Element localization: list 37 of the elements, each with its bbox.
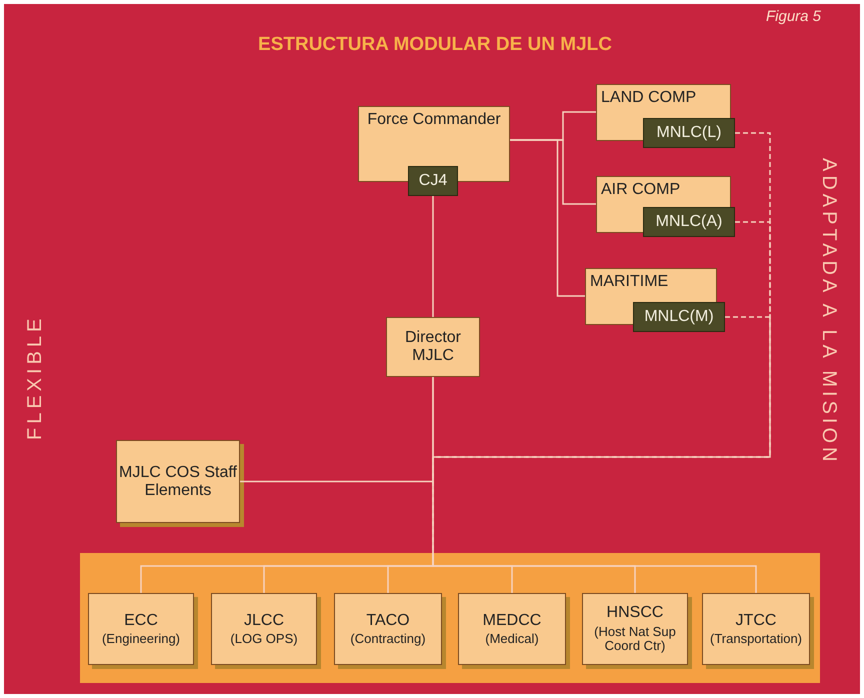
dashed-connector (432, 221, 771, 553)
box-subtitle: (Transportation) (710, 632, 802, 646)
box-subtitle: (LOG OPS) (230, 632, 298, 646)
box-title: LAND COMP (601, 89, 696, 107)
side-label: ADAPTADA A LA MISION (817, 158, 840, 466)
box-title: MNLC(M) (644, 308, 714, 326)
box-title: MEDCC (482, 612, 542, 630)
box-subtitle: (Host Nat Sup Coord Ctr) (593, 625, 677, 654)
box-title: Director MJLC (404, 329, 462, 365)
box-title: TACO (366, 612, 410, 630)
tag-box (408, 166, 458, 196)
box-title: MARITIME (590, 273, 668, 291)
box-title: MNLC(L) (656, 124, 722, 142)
box-title: HNSCC (606, 604, 664, 622)
box-title: JTCC (736, 612, 776, 630)
dashed-connector (432, 316, 771, 553)
box-subtitle: (Contracting) (350, 632, 426, 646)
tag-box (643, 207, 735, 237)
panel (80, 553, 820, 683)
box-title: ECC (124, 612, 158, 630)
tag-box (633, 302, 725, 332)
connector-line (432, 196, 434, 317)
box-subtitle: (Engineering) (102, 632, 180, 646)
box-title: MNLC(A) (656, 213, 722, 231)
figure-number: Figura 5 (766, 8, 822, 25)
org-box (386, 317, 480, 377)
diagram-title: ESTRUCTURA MODULAR DE UN MJLC (257, 34, 613, 56)
box-title: Force Commander (367, 111, 501, 129)
connector-line (432, 553, 757, 593)
box-title: CJ4 (418, 172, 448, 190)
tag-box (643, 118, 735, 148)
box-title: MJLC COS Staff Elements (118, 464, 238, 500)
box-title: AIR COMP (601, 181, 680, 199)
connector-line (510, 139, 585, 297)
box-subtitle: (Medical) (485, 632, 539, 646)
side-label: FLEXIBLE (24, 314, 47, 440)
box-title: JLCC (244, 612, 284, 630)
